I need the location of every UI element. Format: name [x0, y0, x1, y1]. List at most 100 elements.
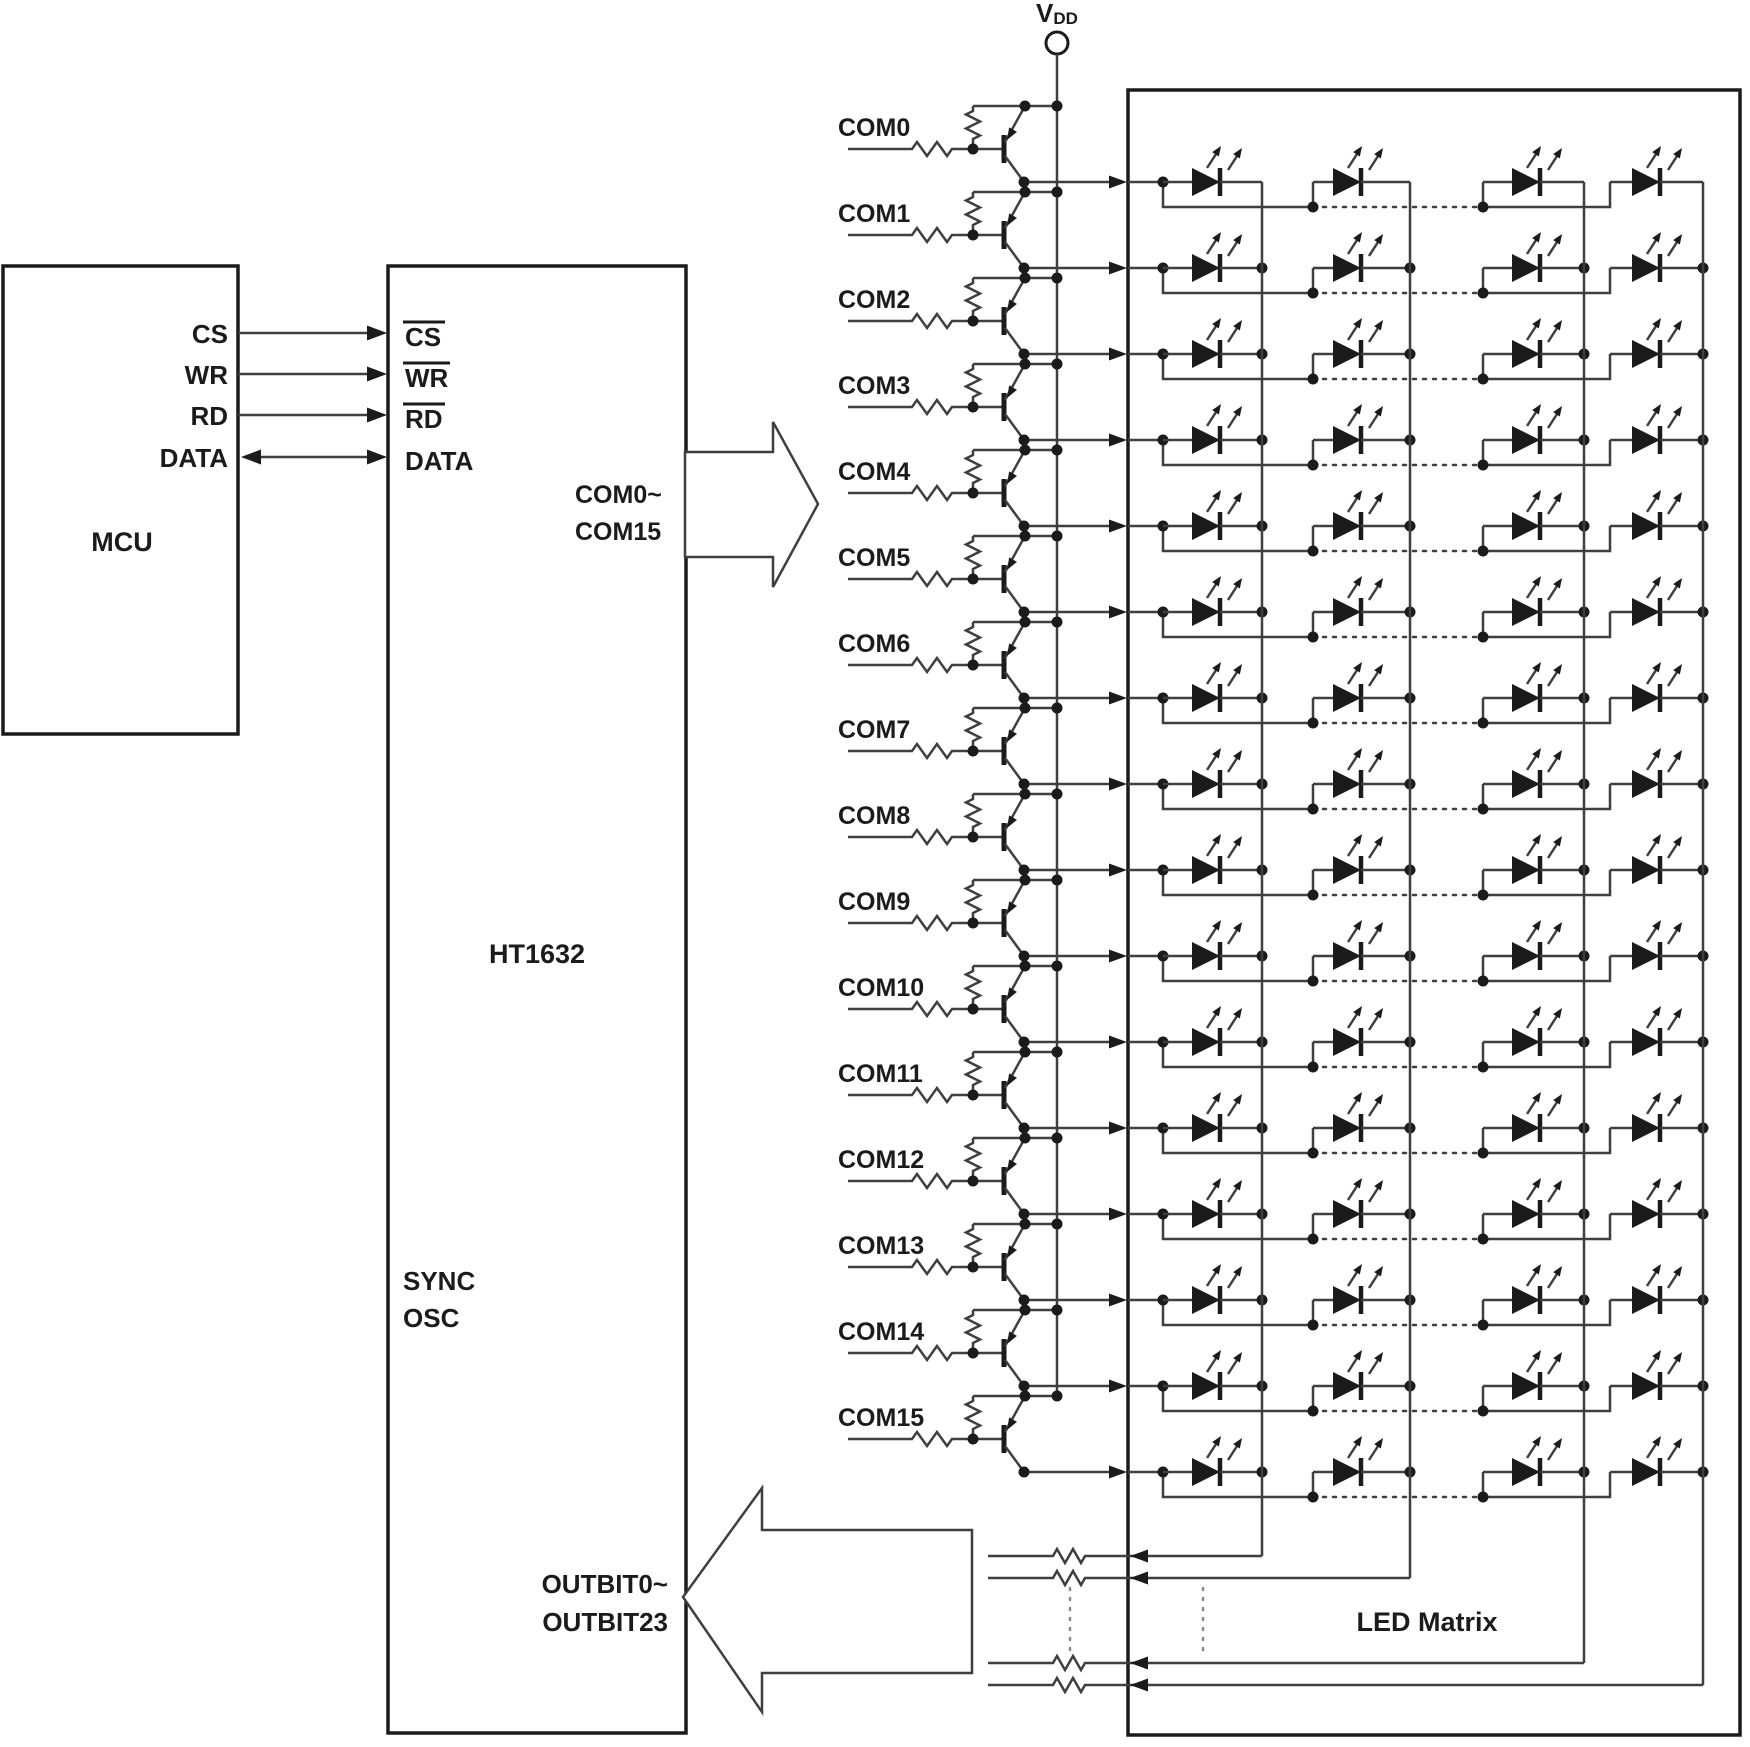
- led-diode: [1512, 856, 1540, 884]
- junction-dot: [1051, 1390, 1063, 1402]
- wire: [963, 1310, 983, 1353]
- junction-dot: [1019, 358, 1031, 370]
- ht-pin-rd: RD: [405, 404, 443, 434]
- row-arrowhead: [1109, 261, 1127, 275]
- led-emission-arrow: [1374, 234, 1383, 245]
- led-diode: [1512, 1286, 1540, 1314]
- junction-dot: [1019, 1046, 1031, 1058]
- led-emission-arrow: [1673, 664, 1682, 675]
- led-emission-arrow: [1233, 1352, 1242, 1363]
- led-emission-arrow: [1374, 664, 1383, 675]
- junction-dot: [1477, 459, 1489, 471]
- led-emission-arrow: [1233, 922, 1242, 933]
- led-emission-arrow: [1553, 1180, 1562, 1191]
- junction-dot: [967, 831, 979, 843]
- pnp-emitter-arrow: [1007, 1159, 1017, 1172]
- junction-dot: [1307, 889, 1319, 901]
- outbit-bus-arrow: [681, 1484, 974, 1717]
- pnp-emitter-arrow: [1007, 815, 1017, 828]
- led-diode: [1632, 340, 1660, 368]
- led-emission-arrow: [1353, 1178, 1362, 1189]
- led-diode: [1632, 1286, 1660, 1314]
- wire: [848, 397, 973, 417]
- junction-dot: [1307, 1147, 1319, 1159]
- row-arrowhead: [1109, 1293, 1127, 1307]
- pnp-emitter-arrow: [1007, 1245, 1017, 1258]
- generated-circuitry: COM0COM1COM2COM3COM4COM5COM6COM7COM8COM9…: [838, 100, 1709, 1695]
- junction-dot: [967, 1261, 979, 1273]
- led-diode: [1333, 1114, 1361, 1142]
- pnp-emitter-arrow: [1007, 729, 1017, 742]
- row-arrowhead: [1109, 863, 1127, 877]
- led-emission-arrow: [1652, 576, 1661, 587]
- rd-arrowhead: [367, 407, 387, 423]
- wire: [963, 278, 983, 321]
- led-emission-arrow: [1233, 1438, 1242, 1449]
- led-diode: [1192, 168, 1220, 196]
- led-diode: [1192, 1458, 1220, 1486]
- junction-dot: [1477, 1061, 1489, 1073]
- led-diode: [1512, 770, 1540, 798]
- led-emission-arrow: [1212, 1092, 1221, 1103]
- outbit-arrowhead: [1130, 1549, 1148, 1563]
- led-diode: [1192, 1286, 1220, 1314]
- led-diode: [1512, 168, 1540, 196]
- junction-dot: [1051, 788, 1063, 800]
- led-emission-arrow: [1553, 406, 1562, 417]
- led-emission-arrow: [1553, 836, 1562, 847]
- led-emission-arrow: [1652, 318, 1661, 329]
- pnp-emitter-arrow: [1007, 385, 1017, 398]
- junction-dot: [1018, 1380, 1030, 1392]
- led-diode: [1632, 1200, 1660, 1228]
- wire: [1483, 1386, 1612, 1413]
- junction-dot: [1051, 1304, 1063, 1316]
- row-arrowhead: [1109, 1121, 1127, 1135]
- wire: [848, 1429, 973, 1449]
- junction-dot: [1019, 616, 1031, 628]
- mcu-pin-cs: CS: [192, 319, 228, 349]
- led-emission-arrow: [1233, 234, 1242, 245]
- led-emission-arrow: [1353, 920, 1362, 931]
- led-emission-arrow: [1652, 748, 1661, 759]
- wire: [848, 1343, 973, 1363]
- outbit-label-2: OUTBIT23: [542, 1607, 668, 1637]
- led-diode: [1632, 942, 1660, 970]
- led-emission-arrow: [1353, 748, 1362, 759]
- led-emission-arrow: [1652, 1350, 1661, 1361]
- row-arrowhead: [1109, 949, 1127, 963]
- led-emission-arrow: [1652, 146, 1661, 157]
- outbit-wire: [988, 1675, 1703, 1695]
- junction-dot: [1018, 1122, 1030, 1134]
- junction-dot: [1307, 545, 1319, 557]
- led-emission-arrow: [1212, 232, 1221, 243]
- led-emission-arrow: [1532, 662, 1541, 673]
- row-arrowhead: [1109, 1465, 1127, 1479]
- wire: [963, 966, 983, 1009]
- com-line-label: COM1: [838, 200, 910, 228]
- led-diode: [1192, 856, 1220, 884]
- led-diode: [1632, 770, 1660, 798]
- led-diode: [1333, 426, 1361, 454]
- led-emission-arrow: [1532, 232, 1541, 243]
- junction-dot: [967, 745, 979, 757]
- mcu-pin-wr: WR: [185, 360, 229, 390]
- cs-arrowhead: [367, 325, 387, 341]
- row-arrowhead: [1109, 519, 1127, 533]
- led-emission-arrow: [1652, 490, 1661, 501]
- row-arrowhead: [1109, 175, 1127, 189]
- led-emission-arrow: [1532, 318, 1541, 329]
- led-diode: [1333, 1028, 1361, 1056]
- wire: [848, 999, 973, 1019]
- led-diode: [1632, 1372, 1660, 1400]
- wire: [963, 450, 983, 493]
- led-diode: [1333, 340, 1361, 368]
- led-emission-arrow: [1374, 148, 1383, 159]
- led-emission-arrow: [1233, 750, 1242, 761]
- junction-dot: [1051, 702, 1063, 714]
- junction-dot: [1051, 1132, 1063, 1144]
- mcu-ht-signal-wires: [238, 331, 370, 459]
- led-emission-arrow: [1553, 320, 1562, 331]
- junction-dot: [1018, 1208, 1030, 1220]
- led-emission-arrow: [1212, 1006, 1221, 1017]
- junction-dot: [1051, 444, 1063, 456]
